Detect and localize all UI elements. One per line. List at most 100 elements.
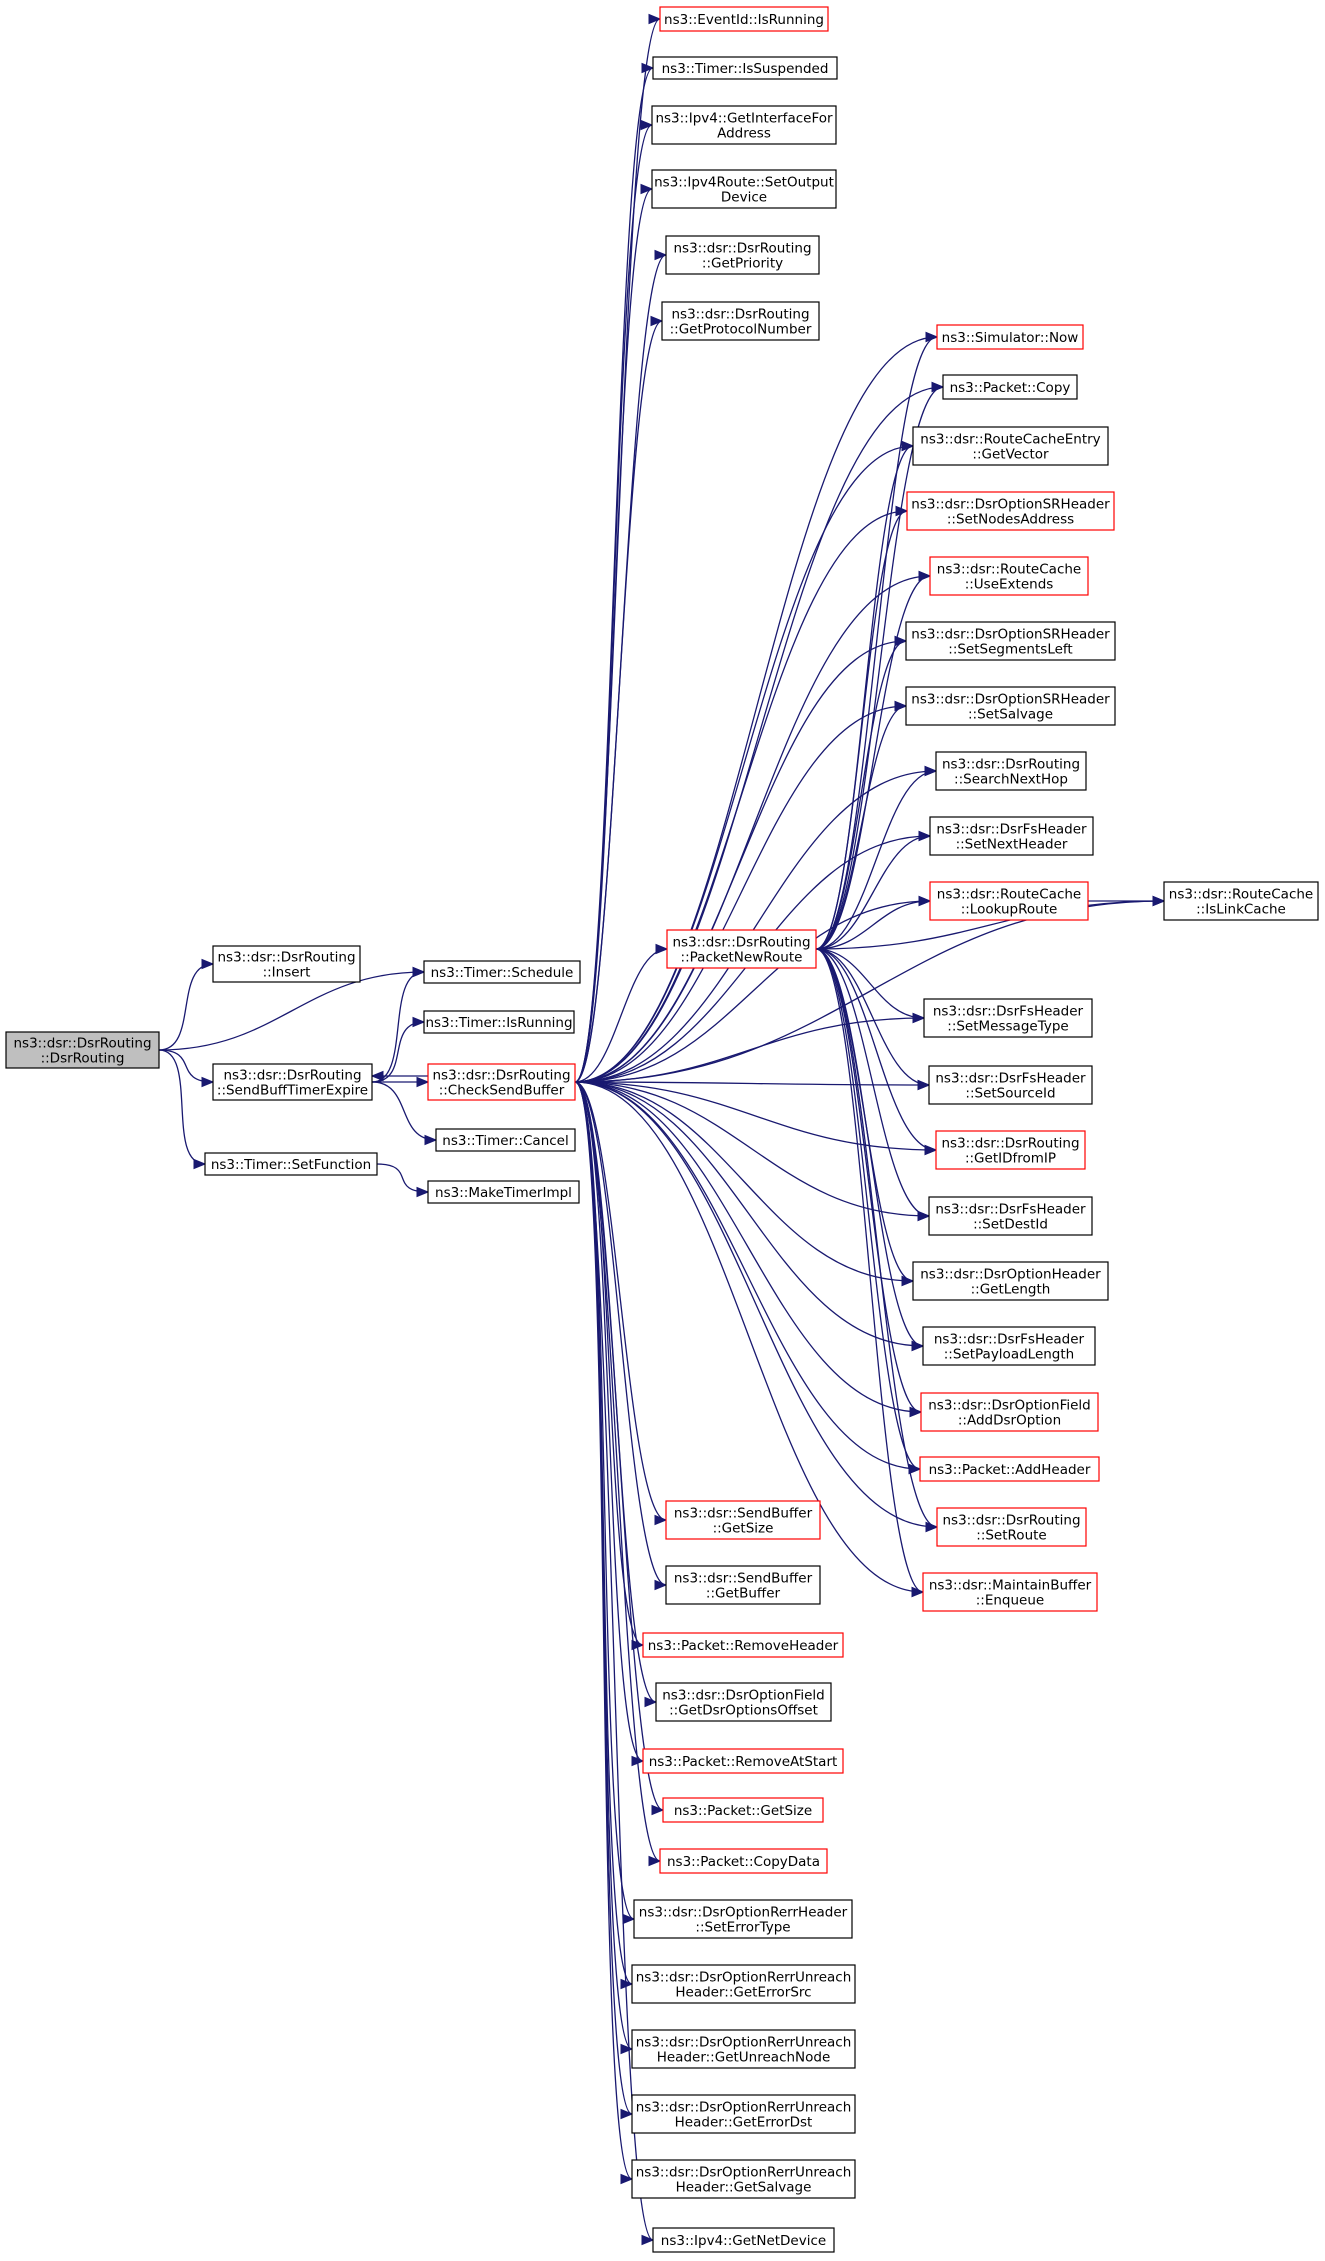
node-label: ns3::dsr::RouteCache	[1169, 887, 1313, 903]
node-getvector[interactable]: ns3::dsr::RouteCacheEntry::GetVector	[912, 426, 1109, 466]
arrow-head	[424, 1134, 438, 1146]
node-label: ::GetProtocolNumber	[670, 322, 812, 338]
node-label: Header::GetErrorDst	[675, 2115, 813, 2131]
arrow-head	[620, 2108, 634, 2120]
node-label: ::GetSize	[713, 1521, 774, 1537]
node-islinkcache[interactable]: ns3::dsr::RouteCache::IsLinkCache	[1163, 881, 1319, 921]
node-box	[905, 686, 1116, 726]
node-label: ns3::Ipv4::GetInterfaceFor	[655, 111, 833, 127]
node-box	[651, 105, 837, 145]
node-getpriority[interactable]: ns3::dsr::DsrRouting::GetPriority	[665, 235, 820, 275]
node-setsourceid[interactable]: ns3::dsr::DsrFsHeader::SetSourceId	[928, 1065, 1093, 1105]
node-insert[interactable]: ns3::dsr::DsrRouting::Insert	[212, 945, 361, 983]
edge-packetnewroute-to-searchnexthop	[815, 765, 938, 950]
node-packetnewroute[interactable]: ns3::dsr::DsrRouting::PacketNewRoute	[666, 929, 817, 969]
node-seterrortype[interactable]: ns3::dsr::DsrOptionRerrHeader::SetErrorT…	[633, 1899, 853, 1939]
edge-checksendbuffer-to-setoutput	[574, 183, 654, 1083]
edges-layer	[158, 13, 1166, 2246]
node-checksendbuffer[interactable]: ns3::dsr::DsrRouting::CheckSendBuffer	[427, 1063, 576, 1101]
node-label: ns3::dsr::DsrFsHeader	[935, 1202, 1086, 1218]
node-removeheader[interactable]: ns3::Packet::RemoveHeader	[642, 1632, 844, 1658]
node-isrunning[interactable]: ns3::Timer::IsRunning	[423, 1010, 575, 1034]
node-maketimerimpl[interactable]: ns3::MakeTimerImpl	[427, 1180, 580, 1204]
node-sbgetsize[interactable]: ns3::dsr::SendBuffer::GetSize	[665, 1500, 821, 1540]
node-box	[427, 1180, 580, 1204]
edge-line	[815, 948, 924, 1347]
edge-checksendbuffer-to-getidfromip	[574, 1081, 938, 1156]
node-label: ns3::dsr::MaintainBuffer	[929, 1578, 1092, 1594]
node-box	[212, 1063, 373, 1101]
node-box	[920, 1392, 1099, 1432]
arrow-head	[918, 830, 932, 842]
node-box	[631, 2029, 856, 2069]
edge-line	[574, 948, 668, 1083]
node-sendbufftimer[interactable]: ns3::dsr::DsrRouting::SendBuffTimerExpir…	[212, 1063, 373, 1101]
node-pktgetsize[interactable]: ns3::Packet::GetSize	[662, 1797, 824, 1823]
node-setnextheader[interactable]: ns3::dsr::DsrFsHeader::SetNextHeader	[929, 816, 1094, 856]
arrow-head	[654, 1579, 668, 1591]
node-getdsroffset[interactable]: ns3::dsr::DsrOptionField::GetDsrOptionsO…	[655, 1682, 832, 1722]
edge-line	[574, 1081, 921, 1470]
edge-line	[815, 510, 908, 950]
node-setroute[interactable]: ns3::dsr::DsrRouting::SetRoute	[936, 1507, 1087, 1547]
node-addheader[interactable]: ns3::Packet::AddHeader	[919, 1456, 1100, 1482]
edge-checksendbuffer-to-getnetdevice	[574, 1081, 655, 2246]
node-getprotocol[interactable]: ns3::dsr::DsrRouting::GetProtocolNumber	[661, 301, 820, 341]
node-label: ns3::Packet::CopyData	[667, 1854, 820, 1870]
edge-packetnewroute-to-simnow	[815, 331, 939, 950]
node-box	[651, 169, 837, 209]
edge-line	[815, 948, 921, 1470]
node-label: ns3::MakeTimerImpl	[435, 1185, 572, 1201]
node-simnow[interactable]: ns3::Simulator::Now	[936, 324, 1084, 350]
node-sbgetbuffer[interactable]: ns3::dsr::SendBuffer::GetBuffer	[665, 1565, 821, 1605]
node-label: ns3::dsr::RouteCache	[937, 562, 1081, 578]
node-box	[942, 374, 1078, 400]
node-setmessagetype[interactable]: ns3::dsr::DsrFsHeader::SetMessageType	[923, 998, 1093, 1038]
node-setsalvage[interactable]: ns3::dsr::DsrOptionSRHeader::SetSalvage	[905, 686, 1116, 726]
edge-line	[574, 1081, 924, 1347]
node-enqueue[interactable]: ns3::dsr::MaintainBuffer::Enqueue	[922, 1572, 1098, 1612]
edge-line	[371, 971, 425, 1083]
node-searchnexthop[interactable]: ns3::dsr::DsrRouting::SearchNextHop	[935, 751, 1087, 791]
node-getnetdevice[interactable]: ns3::Ipv4::GetNetDevice	[652, 2227, 835, 2253]
node-geterrordst[interactable]: ns3::dsr::DsrOptionRerrUnreachHeader::Ge…	[631, 2094, 856, 2134]
edge-line	[158, 971, 425, 1051]
node-cancel[interactable]: ns3::Timer::Cancel	[435, 1128, 576, 1152]
node-setnodes[interactable]: ns3::dsr::DsrOptionSRHeader::SetNodesAdd…	[906, 491, 1115, 531]
node-root[interactable]: ns3::dsr::DsrRouting::DsrRouting	[5, 1031, 160, 1069]
node-lookuproute[interactable]: ns3::dsr::RouteCache::LookupRoute	[929, 881, 1089, 921]
node-adddsroption[interactable]: ns3::dsr::DsrOptionField::AddDsrOption	[920, 1392, 1099, 1432]
node-eventid[interactable]: ns3::EventId::IsRunning	[659, 6, 829, 32]
node-label: ns3::dsr::RouteCache	[937, 887, 1081, 903]
node-pktcopy[interactable]: ns3::Packet::Copy	[942, 374, 1078, 400]
node-getlength[interactable]: ns3::dsr::DsrOptionHeader::GetLength	[912, 1261, 1109, 1301]
arrow-head	[650, 315, 664, 327]
node-useextends[interactable]: ns3::dsr::RouteCache::UseExtends	[929, 556, 1089, 596]
node-setsegments[interactable]: ns3::dsr::DsrOptionSRHeader::SetSegments…	[905, 621, 1116, 661]
node-getsalvage[interactable]: ns3::dsr::DsrOptionRerrUnreachHeader::Ge…	[631, 2159, 856, 2199]
node-label: ns3::dsr::DsrOptionSRHeader	[911, 692, 1110, 708]
edge-packetnewroute-to-setsourceid	[815, 948, 931, 1091]
node-copydata[interactable]: ns3::Packet::CopyData	[659, 1848, 828, 1874]
node-setpayload[interactable]: ns3::dsr::DsrFsHeader::SetPayloadLength	[922, 1326, 1096, 1366]
node-label: ::SetSegmentsLeft	[948, 642, 1072, 658]
node-issuspended[interactable]: ns3::Timer::IsSuspended	[652, 56, 838, 80]
node-removeatstart[interactable]: ns3::Packet::RemoveAtStart	[642, 1748, 844, 1774]
edge-sendbufftimer-to-cancel	[371, 1081, 438, 1146]
node-geterrorsrc[interactable]: ns3::dsr::DsrOptionRerrUnreachHeader::Ge…	[631, 1964, 856, 2004]
node-getidfromip[interactable]: ns3::dsr::DsrRouting::GetIDfromIP	[935, 1130, 1086, 1170]
node-setfunction[interactable]: ns3::Timer::SetFunction	[204, 1152, 378, 1176]
node-label: ns3::dsr::DsrRouting	[672, 935, 810, 951]
node-getunreach[interactable]: ns3::dsr::DsrOptionRerrUnreachHeader::Ge…	[631, 2029, 856, 2069]
arrow-head	[644, 1696, 658, 1708]
arrow-head	[622, 1913, 636, 1925]
edge-line	[158, 963, 214, 1051]
node-label: ns3::dsr::DsrRouting	[671, 307, 809, 323]
arrow-head	[654, 249, 668, 261]
node-setdestid[interactable]: ns3::dsr::DsrFsHeader::SetDestId	[928, 1196, 1093, 1236]
arrow-head	[416, 1076, 430, 1088]
node-schedule[interactable]: ns3::Timer::Schedule	[423, 960, 581, 984]
arrow-head	[911, 1586, 925, 1598]
